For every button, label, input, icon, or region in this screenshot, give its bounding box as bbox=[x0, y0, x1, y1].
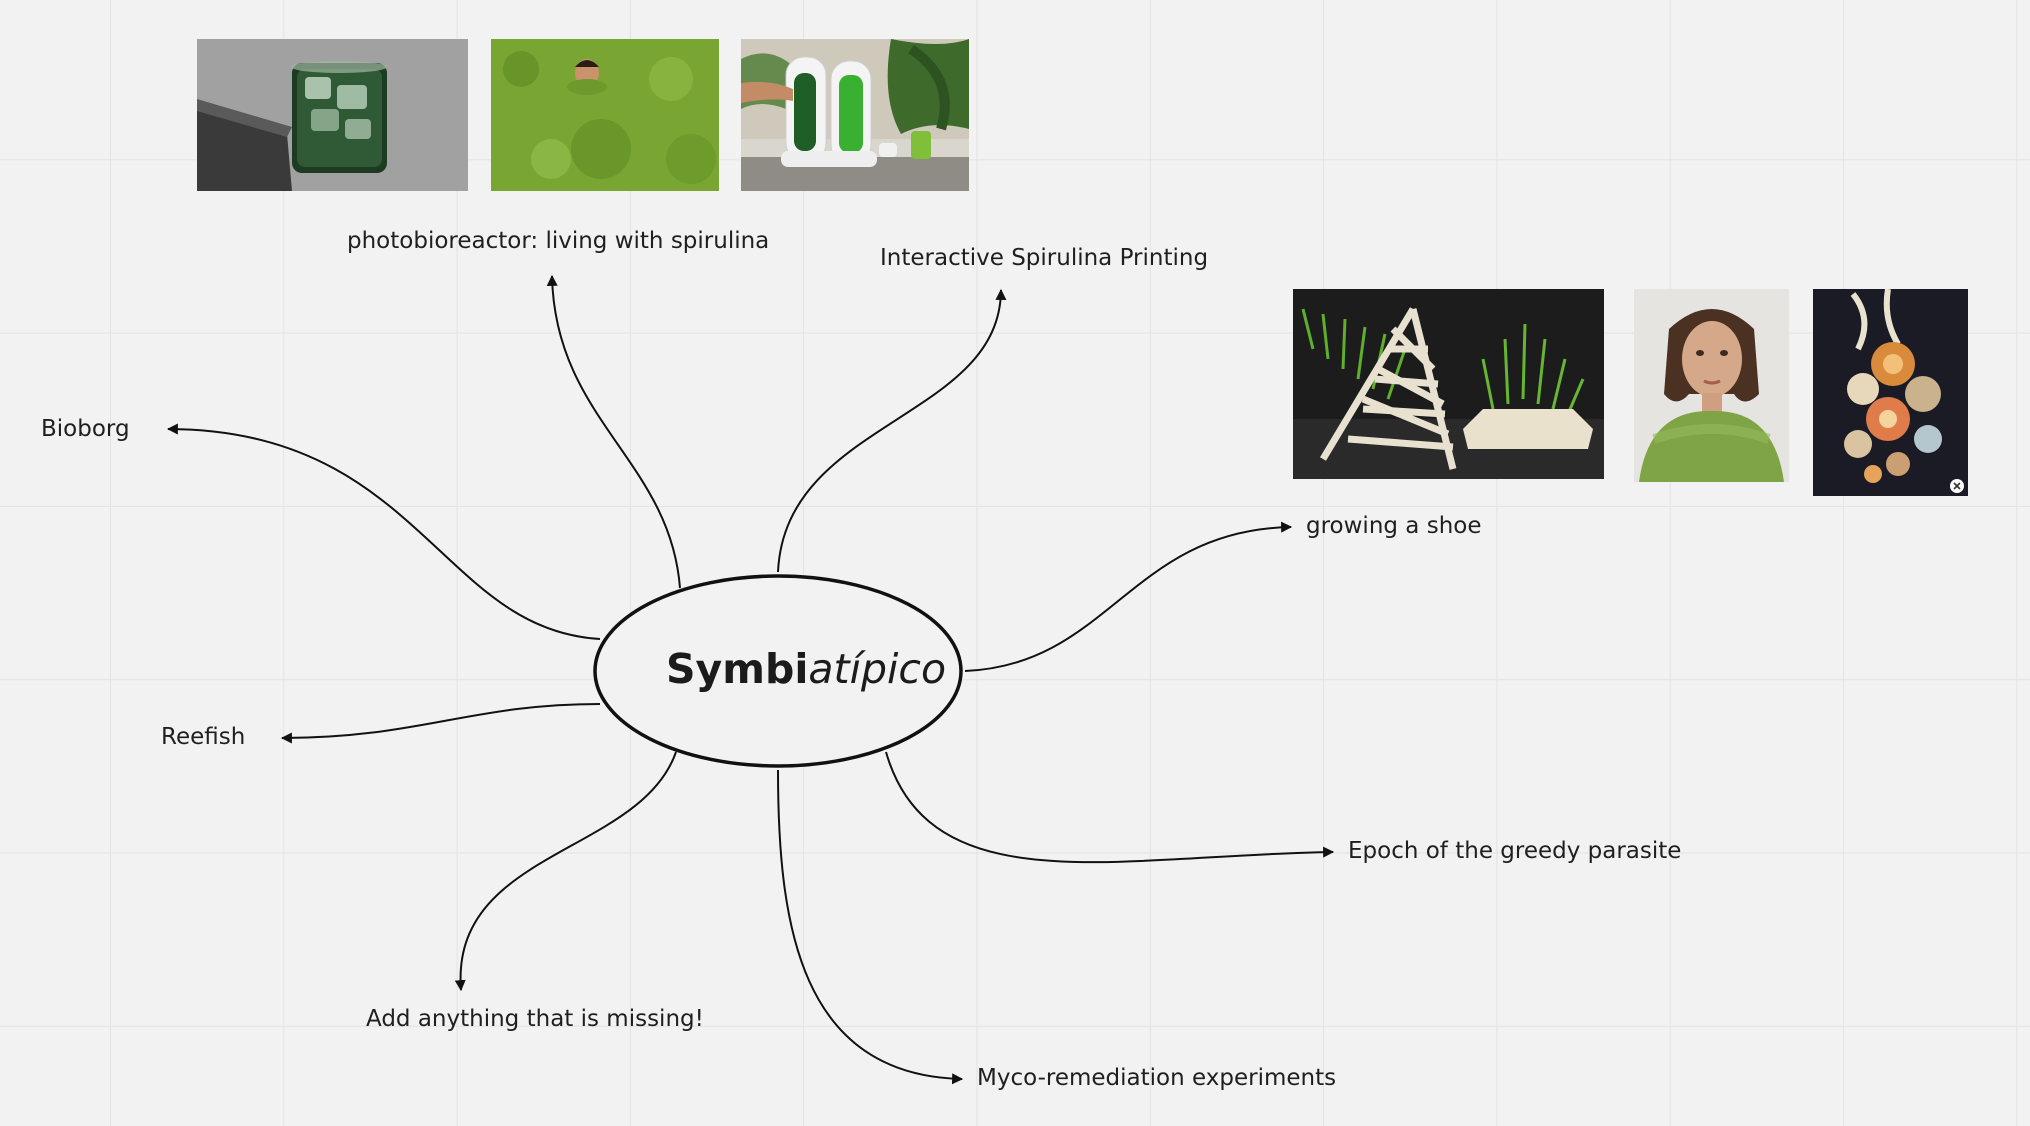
center-title-italic: atípico bbox=[808, 645, 947, 693]
photobioreactor-devices-image[interactable] bbox=[741, 39, 969, 191]
node-myco[interactable]: Myco-remediation experiments bbox=[977, 1065, 1337, 1091]
connector-add-missing[interactable] bbox=[454, 751, 677, 992]
center-title-bold: Symbi bbox=[666, 645, 809, 693]
center-node-ellipse[interactable] bbox=[593, 574, 963, 768]
connector-growing-shoe[interactable] bbox=[964, 521, 1293, 672]
connector-myco[interactable] bbox=[777, 769, 964, 1085]
spirulina-drink-image[interactable] bbox=[197, 39, 468, 191]
connector-epoch[interactable] bbox=[885, 751, 1335, 864]
mushroom-collage-image[interactable] bbox=[1813, 289, 1968, 496]
node-growing-shoe[interactable]: growing a shoe bbox=[1306, 513, 1482, 539]
algae-field-person-image[interactable] bbox=[491, 39, 719, 191]
woman-grass-garment-image[interactable] bbox=[1634, 289, 1789, 482]
connector-reefish[interactable] bbox=[280, 703, 601, 744]
node-epoch[interactable]: Epoch of the greedy parasite bbox=[1348, 838, 1682, 864]
center-node-title[interactable]: Symbiatípico bbox=[666, 645, 946, 693]
node-bioborg[interactable]: Bioborg bbox=[41, 416, 130, 442]
connector-spirulina-printing[interactable] bbox=[777, 288, 1007, 573]
node-reefish[interactable]: Reefish bbox=[161, 724, 246, 750]
node-spirulina-printing[interactable]: Interactive Spirulina Printing bbox=[880, 245, 1209, 271]
node-add-missing[interactable]: Add anything that is missing! bbox=[366, 1006, 704, 1032]
node-photobioreactor[interactable]: photobioreactor: living with spirulina bbox=[347, 228, 770, 254]
grass-shoe-sculpture-image[interactable] bbox=[1293, 289, 1604, 479]
connector-photobioreactor[interactable] bbox=[546, 274, 681, 589]
connector-bioborg[interactable] bbox=[166, 423, 601, 640]
